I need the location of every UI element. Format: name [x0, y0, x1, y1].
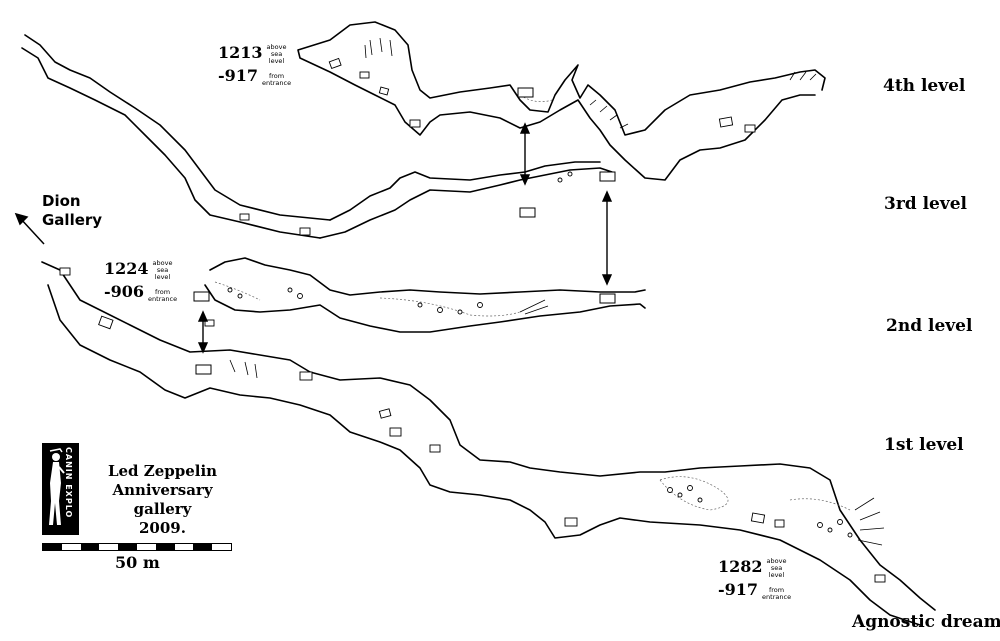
boulders	[59, 57, 886, 583]
level-label-4th: 4th level	[883, 76, 966, 96]
depth-value: -906	[104, 282, 145, 301]
scale-label: 50 m	[115, 553, 160, 572]
level-connection-arrows	[197, 122, 613, 354]
level-label-1st: 1st level	[884, 435, 964, 455]
rubble-clusters	[227, 171, 853, 538]
map-title: Led Zeppelin Anniversary gallery 2009.	[107, 462, 218, 537]
canin-explo-logo: CANIN EXPLO	[42, 443, 79, 535]
level-label-3rd: 3rd level	[884, 194, 968, 214]
level-label-2nd: 2nd level	[886, 316, 973, 336]
floor-detail	[229, 37, 885, 546]
depth-value: -917	[718, 580, 759, 599]
scale-bar	[42, 543, 232, 551]
altitude-value: 1282	[718, 557, 763, 576]
caver-silhouette-icon	[49, 448, 65, 525]
passage-4th-level-upper	[297, 21, 826, 181]
rubble-areas	[214, 94, 851, 511]
passage-2nd-level	[204, 257, 646, 333]
dion-direction-arrow	[14, 212, 45, 245]
altitude-value: 1213	[218, 43, 263, 62]
passage-3rd-level	[319, 161, 613, 239]
dion-gallery-label: Dion Gallery	[42, 192, 103, 229]
agnostic-dream-label: Agnostic dream	[852, 612, 1000, 632]
connection-markers	[193, 87, 616, 375]
depth-value: -917	[218, 66, 259, 85]
altitude-value: 1224	[104, 259, 149, 278]
passage-1st-level	[41, 261, 936, 626]
passage-4th-level-left	[21, 34, 331, 239]
logo-text: CANIN EXPLO	[64, 447, 73, 519]
